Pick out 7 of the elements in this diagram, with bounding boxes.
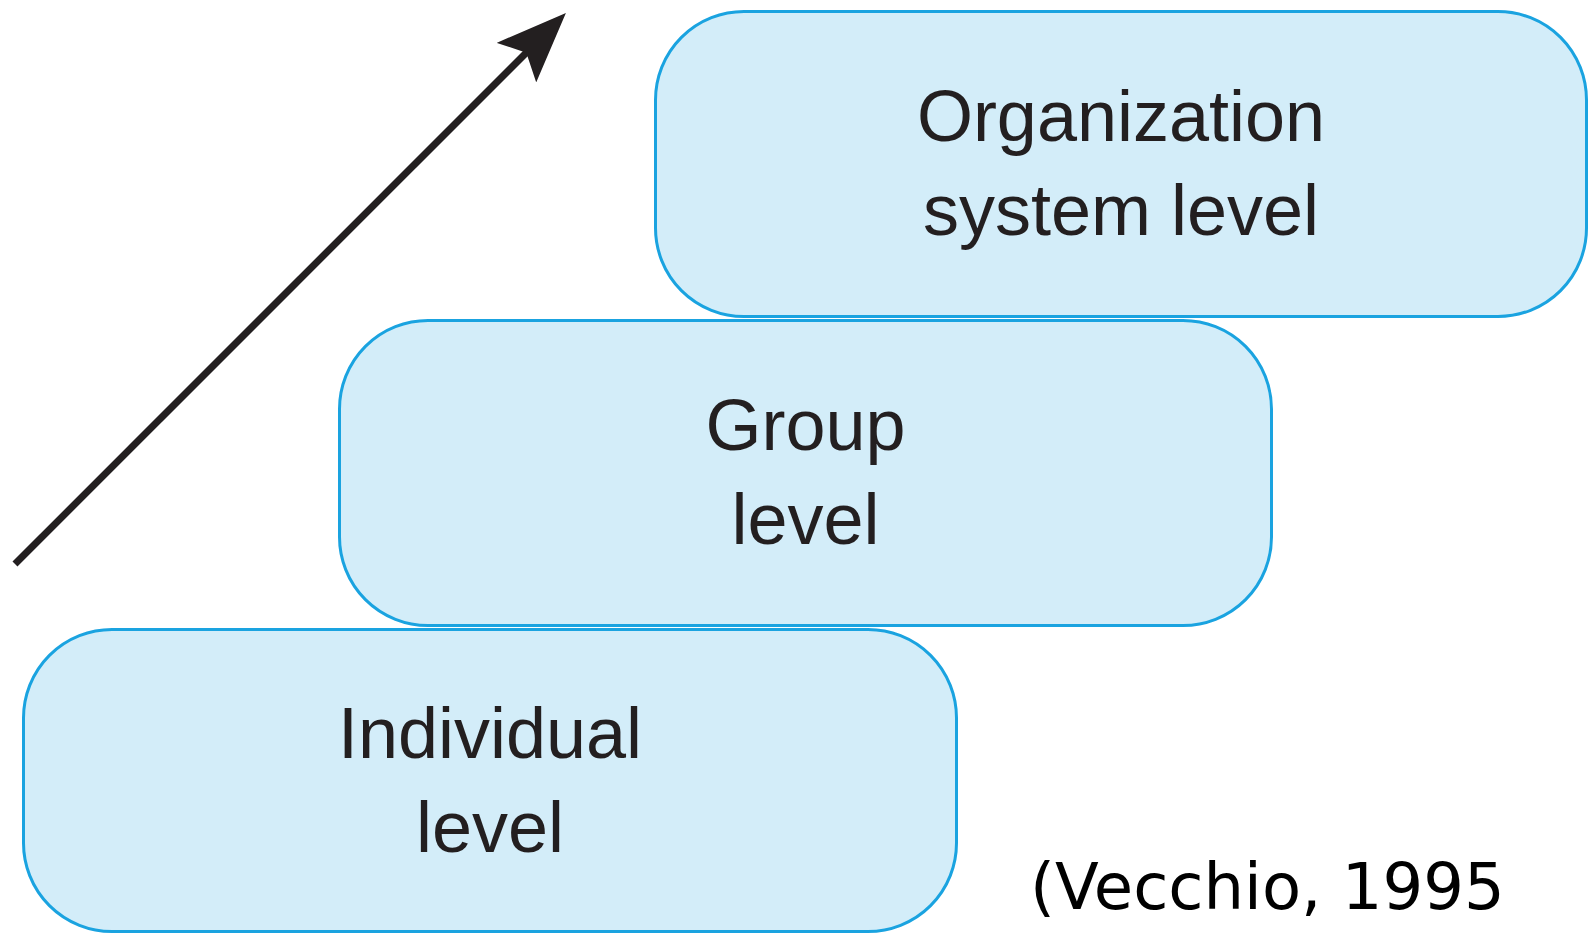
level-label: Individual level: [336, 691, 644, 869]
citation: (Vecchio, 1995: [1030, 850, 1505, 924]
level-label: Group level: [704, 384, 907, 561]
level-box: [338, 319, 1273, 627]
level-label: Organization system level: [915, 75, 1327, 252]
level-box: [654, 10, 1588, 318]
level-box: [22, 628, 958, 933]
